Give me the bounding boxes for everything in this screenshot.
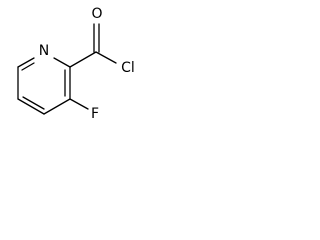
bond-n-c6 xyxy=(17,57,35,68)
bond-c5-c4 xyxy=(17,98,45,115)
structure-diagram: N O Cl F xyxy=(0,0,154,138)
bond-c2-carbonyl xyxy=(69,51,97,68)
chlorine-label: Cl xyxy=(121,60,135,76)
oxygen-label: O xyxy=(91,6,102,22)
fluorine-label: F xyxy=(91,106,99,122)
bond-c3-f xyxy=(69,98,89,110)
bond-carbonyl-cl xyxy=(95,51,117,64)
bond-n-c2 xyxy=(53,57,71,68)
molecule-svg: N O Cl F xyxy=(17,6,135,122)
bond-n-c6-inner xyxy=(21,62,35,71)
bond-c5-c4-inner xyxy=(22,96,45,110)
nitrogen-label: N xyxy=(39,43,49,59)
bond-c4-c3 xyxy=(43,98,71,115)
